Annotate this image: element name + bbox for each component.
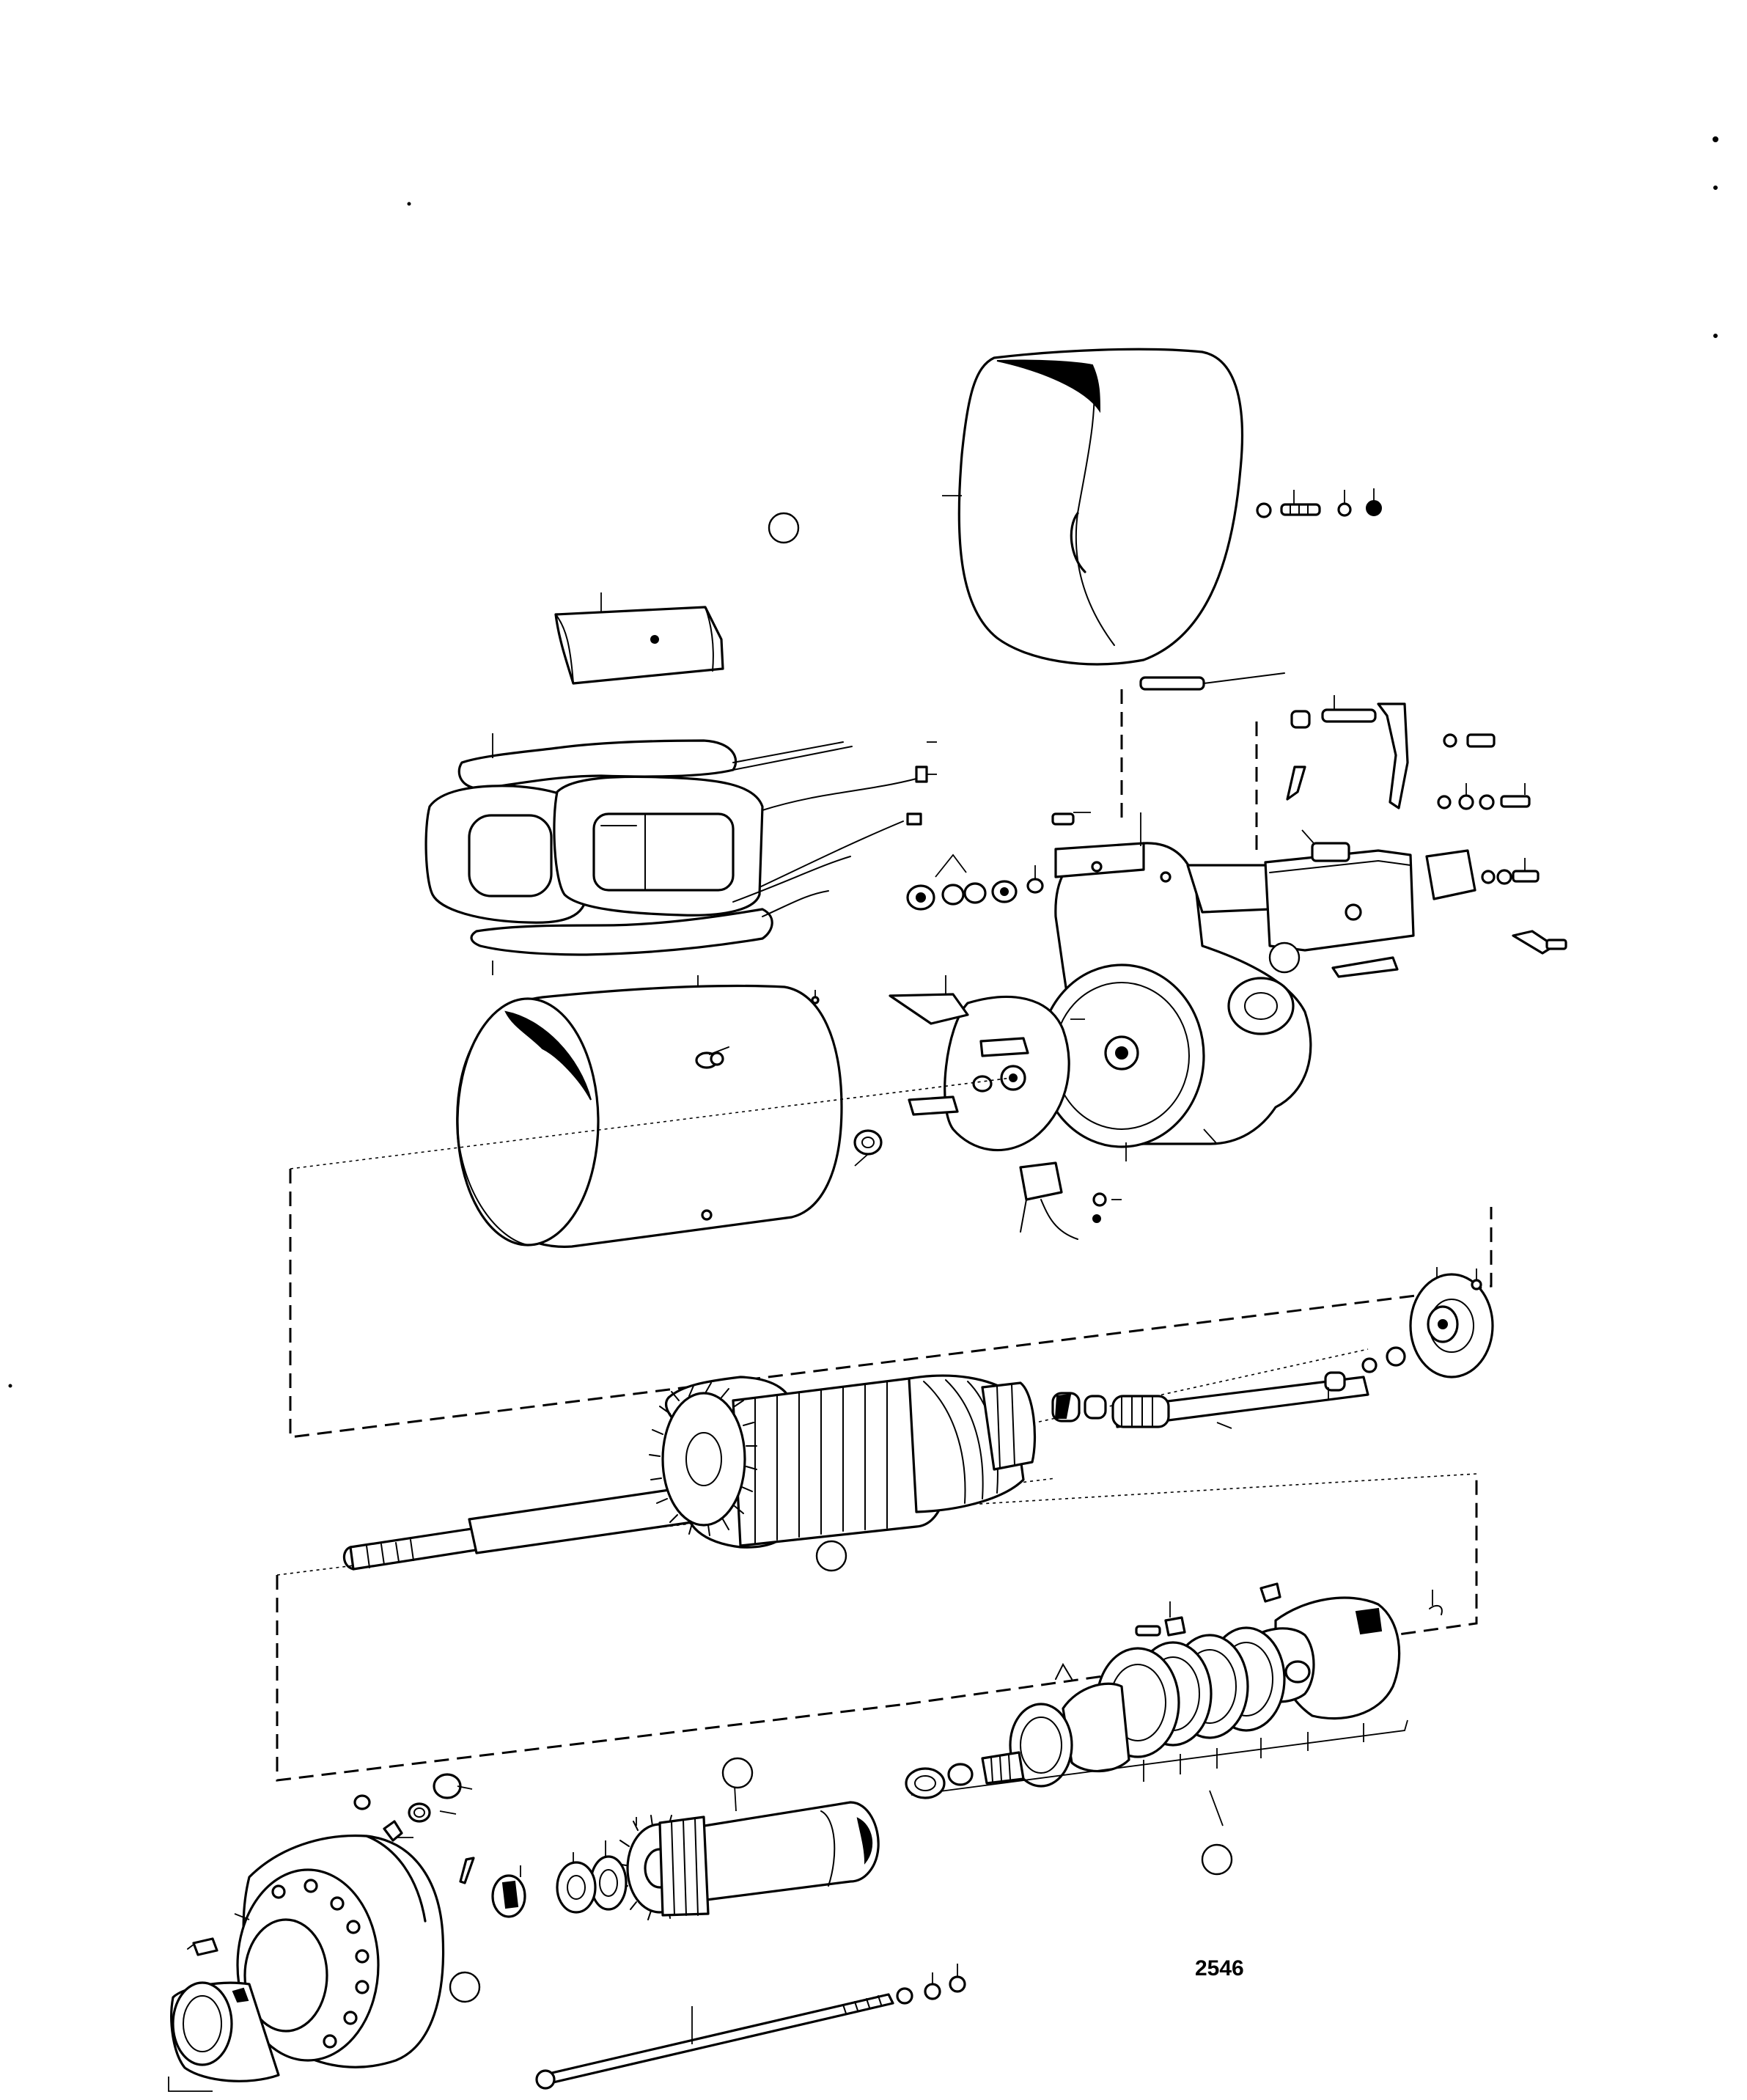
scan-specks bbox=[8, 136, 1718, 1388]
through-bolt bbox=[535, 1964, 966, 2090]
drive-sleeve bbox=[685, 1759, 880, 1903]
cover-fastener-set bbox=[1256, 488, 1382, 518]
terminal-nut-stack bbox=[906, 812, 1091, 911]
field-coils bbox=[424, 733, 937, 975]
bracket-small-parts bbox=[187, 1773, 475, 1956]
commutator-end-bracket bbox=[1038, 812, 1312, 1161]
figure-number: 2546 bbox=[1195, 1956, 1244, 1980]
field-coil-cover bbox=[942, 348, 1244, 666]
pole-shoe bbox=[554, 592, 724, 685]
pinion bbox=[617, 1815, 710, 1920]
callout-circle bbox=[768, 512, 800, 544]
brush-plate-nut bbox=[853, 1129, 883, 1167]
drive-end-bracket bbox=[168, 1834, 445, 2092]
lock-tab bbox=[1286, 766, 1376, 967]
brush-holder bbox=[1019, 1161, 1122, 1240]
solenoid-plunger-rod bbox=[1120, 672, 1496, 853]
solenoid-switch bbox=[1264, 829, 1476, 978]
armature bbox=[342, 1374, 1037, 1571]
armature-shaft-with-spring bbox=[1051, 1346, 1406, 1429]
stator-housing bbox=[456, 975, 843, 1248]
pinion-washer-set bbox=[491, 1817, 637, 1918]
callout-group bbox=[449, 512, 1301, 2003]
terminal-screw-cluster bbox=[1437, 783, 1567, 955]
callout-circle bbox=[449, 1971, 481, 2003]
drive-spring-and-ring bbox=[905, 1751, 1025, 1799]
callout-circle bbox=[1201, 1843, 1233, 1876]
bearing-washer-stack bbox=[1409, 1267, 1494, 1378]
callout-circle bbox=[721, 1757, 754, 1789]
callout-circle bbox=[1268, 941, 1301, 974]
brush-plate bbox=[889, 975, 1085, 1152]
clutch-spring-assembly bbox=[908, 1582, 1443, 1827]
callout-circle bbox=[815, 1540, 847, 1572]
